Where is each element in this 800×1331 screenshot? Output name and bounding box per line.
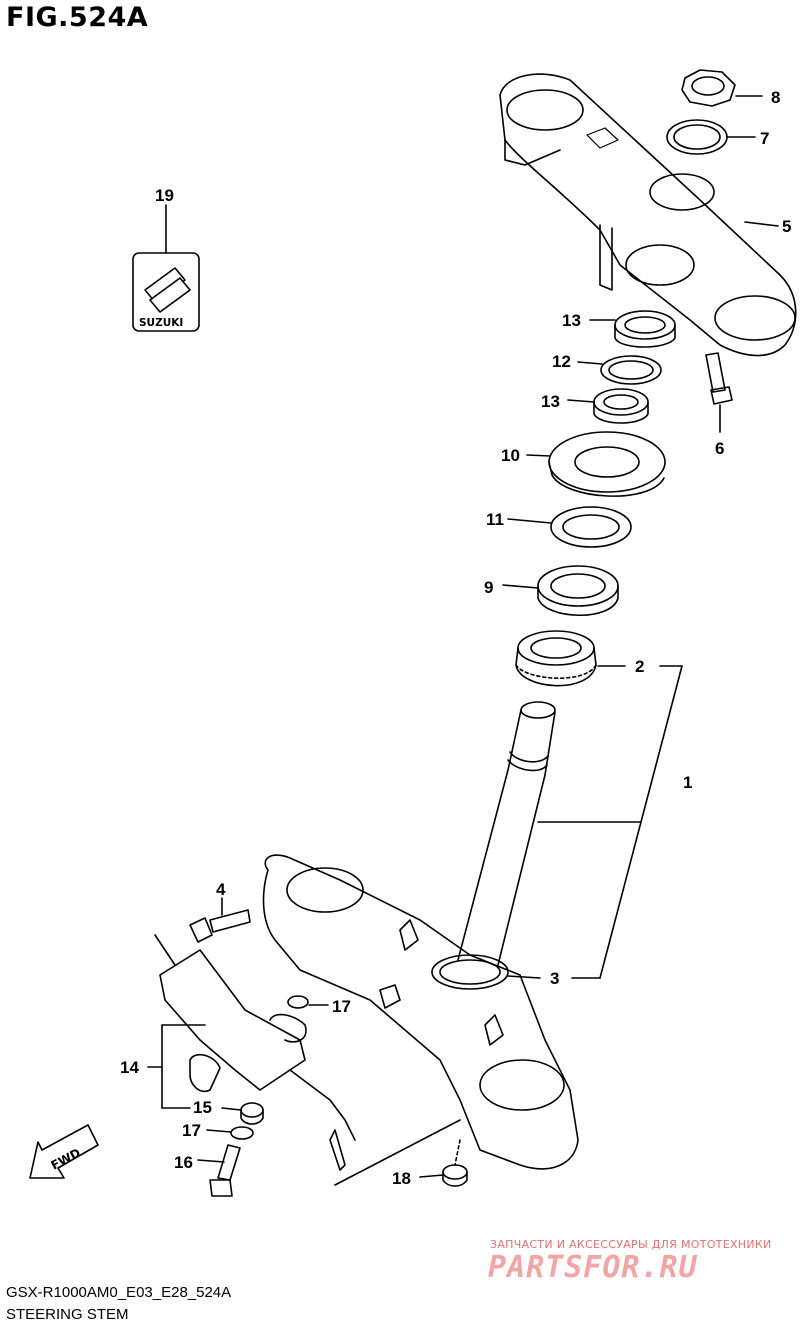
bolt-4 — [189, 897, 251, 943]
callout-18: 18 — [392, 1169, 411, 1188]
callout-10: 10 — [501, 446, 520, 465]
callout-17-lower: 17 — [182, 1121, 201, 1140]
fwd-arrow-icon — [29, 1124, 99, 1179]
callout-16: 16 — [174, 1153, 193, 1172]
callout-17-upper: 17 — [332, 997, 351, 1016]
suzuki-emblem-19 — [132, 204, 200, 332]
nut-18 — [419, 1139, 468, 1187]
watermark-tagline: ЗАПЧАСТИ И АКСЕССУАРЫ ДЛЯ МОТОТЕХНИКИ — [490, 1238, 772, 1251]
steering-damper-14 — [154, 934, 356, 1171]
upper-bracket — [499, 73, 797, 357]
callout-4: 4 — [216, 880, 226, 899]
callout-13-lower: 13 — [541, 392, 560, 411]
washer-7 — [666, 119, 756, 155]
watermark-logo: PARTSFOR.RU — [488, 1250, 698, 1285]
callout-1: 1 — [683, 773, 692, 792]
callout-9: 9 — [484, 578, 493, 597]
model-code: GSX-R1000AM0_E03_E28_524A — [6, 1284, 232, 1301]
callout-19: 19 — [155, 186, 174, 205]
callout-15: 15 — [193, 1098, 212, 1117]
figure-title: FIG.524A — [6, 2, 149, 33]
nut-15 — [221, 1102, 264, 1125]
leader-5 — [744, 221, 779, 227]
callout-11: 11 — [486, 510, 504, 529]
callout-13-upper: 13 — [562, 311, 581, 330]
callout-6: 6 — [715, 439, 724, 458]
leader-damper-mount — [334, 1119, 461, 1186]
oil-seal-9 — [502, 565, 619, 616]
bolt-16 — [197, 1144, 241, 1197]
callout-3: 3 — [550, 969, 559, 988]
callout-14: 14 — [120, 1058, 139, 1077]
callout-8: 8 — [771, 88, 780, 107]
dust-seal-10 — [526, 431, 666, 497]
steering-stem-1 — [262, 701, 579, 1170]
nut-8 — [681, 69, 763, 107]
bearing-2 — [515, 630, 626, 687]
callout-2: 2 — [635, 657, 644, 676]
lock-nut-13-upper — [589, 310, 676, 348]
lock-washer-12 — [577, 355, 662, 385]
seal-3 — [431, 954, 541, 990]
bolt-6 — [705, 352, 733, 433]
callout-7: 7 — [760, 129, 769, 148]
callout-12: 12 — [552, 352, 571, 371]
callout-bracket-14 — [147, 1024, 206, 1109]
washer-17-upper — [287, 995, 329, 1009]
washer-11 — [507, 506, 632, 548]
washer-17-lower — [206, 1126, 254, 1140]
callout-bracket-1 — [537, 665, 683, 979]
callout-5: 5 — [782, 217, 791, 236]
emblem-text: SUZUKI — [139, 317, 183, 329]
section-name: STEERING STEM — [6, 1306, 129, 1323]
lock-nut-13-lower — [567, 388, 649, 424]
callout-labels: 8 7 5 13 12 13 6 10 11 9 2 1 3 4 17 14 1… — [120, 88, 791, 1188]
